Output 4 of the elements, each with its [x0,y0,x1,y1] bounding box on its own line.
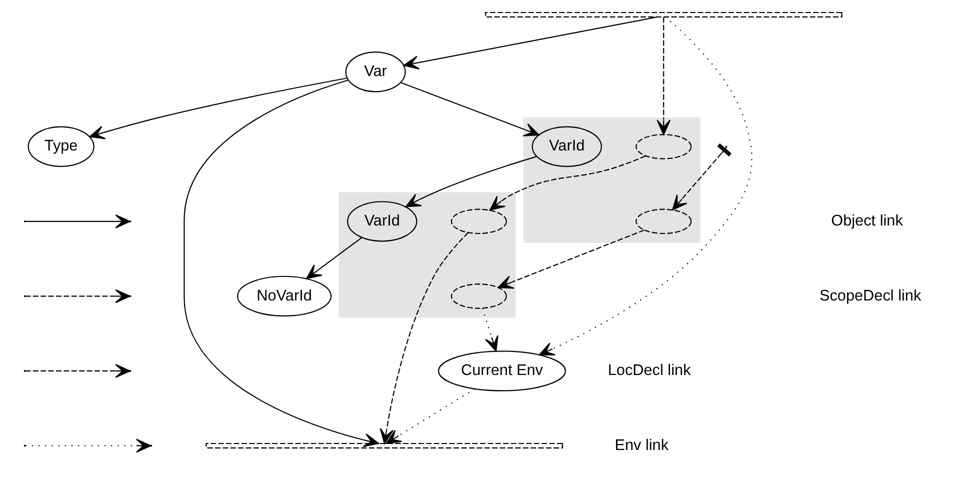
legend-label: Object link [831,212,903,230]
legend-label: LocDecl link [608,362,691,380]
legend-label: ScopeDecl link [819,287,922,304]
legend-label: Env link [614,436,669,454]
